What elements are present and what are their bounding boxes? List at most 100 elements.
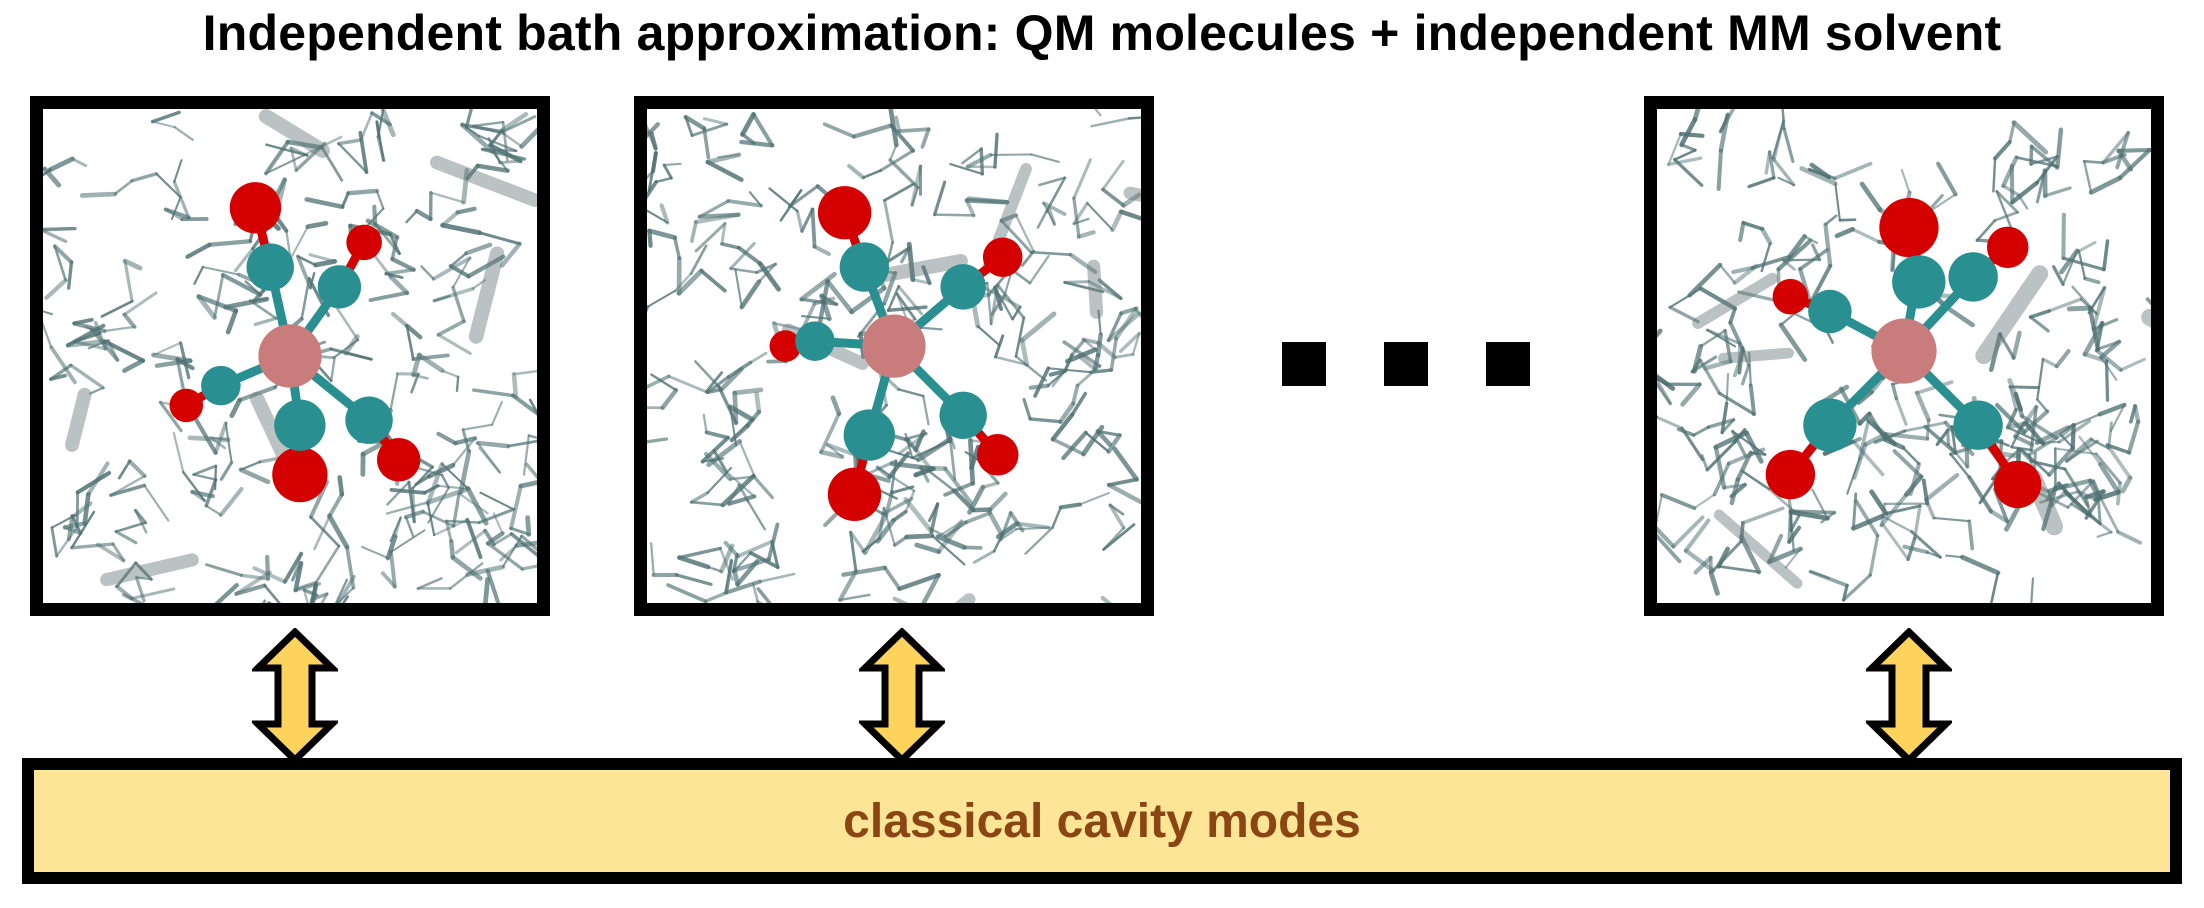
solvent-bond: [1659, 492, 1697, 511]
solvent-bond: [1998, 332, 2016, 360]
solvent-bond: [1890, 382, 1899, 401]
solvent-bond: [745, 409, 762, 429]
solvent-bond: [293, 560, 304, 593]
solvent-bond: [417, 467, 444, 477]
solvent-bond: [225, 308, 239, 335]
solvent-bond: [1838, 218, 1857, 222]
solvent-bond: [501, 535, 523, 568]
solvent-bond: [1935, 428, 1950, 446]
solvent-bond: [502, 132, 523, 148]
solvent-bond: [1102, 526, 1125, 551]
solvent-bond: [705, 152, 742, 165]
ellipsis-dot-1: [1282, 342, 1326, 386]
solvent-bond: [2015, 156, 2059, 168]
solvent-bond: [314, 544, 341, 584]
solvent-bond: [894, 115, 902, 134]
solvent-bond: [1728, 320, 1746, 353]
solvent-bond: [1128, 116, 1141, 120]
solvent-bond: [449, 251, 468, 268]
solvent-bond: [684, 115, 694, 137]
solvent-bond: [739, 139, 775, 148]
solvent-bond: [673, 235, 681, 261]
solvent-bond: [1075, 364, 1101, 388]
solvent-bond: [527, 434, 537, 440]
solvent-bond: [1690, 355, 1718, 374]
solvent-bond: [1738, 220, 1746, 243]
solvent-bond: [2115, 130, 2131, 170]
solvent-bond: [1033, 366, 1051, 398]
solvent-bond: [799, 271, 837, 302]
solvent-bond: [1077, 354, 1097, 372]
solvent-bond: [1863, 431, 1888, 447]
solvent-bond: [758, 572, 796, 583]
solvent-bond: [725, 470, 756, 498]
solvent-bond: [2129, 404, 2137, 424]
solvent-bond: [455, 206, 477, 215]
solvent-bond: [751, 474, 775, 500]
solvent-bond: [2050, 489, 2067, 508]
solvent-bond: [720, 222, 727, 246]
solvent-bond: [903, 496, 934, 535]
solvent-bond: [756, 587, 772, 603]
solvent-bond: [1866, 417, 1898, 447]
solvent-bond: [949, 162, 984, 176]
solvent-bond: [2036, 358, 2045, 401]
solvent-bond: [699, 268, 727, 293]
solvent-bond: [461, 428, 471, 453]
solvent-bond: [2101, 131, 2130, 165]
solvent-bond: [89, 327, 120, 362]
figure-title: Independent bath approximation: QM molec…: [202, 5, 2002, 61]
solvent-bond: [993, 334, 1005, 359]
solvent-bond: [755, 262, 778, 275]
solvent-bond: [732, 387, 764, 396]
solvent-bond: [943, 466, 973, 505]
solvent-bond: [981, 481, 1000, 489]
solvent-bond: [690, 122, 729, 137]
solvent-bond: [491, 150, 509, 172]
solvent-bond: [1879, 492, 1909, 528]
solvent-bond: [812, 244, 831, 256]
solvent-bond: [1020, 249, 1036, 267]
solvent-bond: [384, 272, 404, 280]
solvent-bond: [717, 384, 738, 425]
double-arrow-icon: [859, 628, 945, 764]
solvent-bond: [897, 284, 924, 316]
solvent-bond: [393, 516, 402, 538]
solvent-bond: [1932, 516, 1971, 523]
solvent-bond: [376, 109, 385, 138]
solvent-bond: [106, 339, 119, 362]
solvent-bond: [1101, 187, 1126, 208]
solvent-bond: [248, 299, 278, 320]
solvent-bond: [1949, 452, 1971, 479]
solvent-bond: [72, 321, 107, 334]
solvent-bond: [333, 303, 360, 342]
solvent-bond: [647, 169, 655, 180]
solvent-bond: [65, 339, 108, 348]
solvent-bond: [49, 345, 77, 385]
solvent-bond: [1084, 431, 1110, 453]
solvent-bond: [1718, 109, 1736, 134]
solvent-bond: [1061, 430, 1088, 461]
solvent-bond: [754, 391, 762, 415]
solvent-bond: [705, 159, 744, 182]
solvent-bond: [70, 542, 115, 550]
solvent-bond: [2036, 398, 2049, 413]
solvent-bond: [205, 504, 222, 517]
solvent-bond: [800, 315, 831, 320]
solvent-bond: [466, 254, 506, 279]
solvent-bond: [951, 488, 976, 513]
solvent-bond: [1739, 520, 1745, 544]
solvent-bond: [2061, 256, 2106, 272]
solvent-bond: [1784, 547, 1802, 569]
solvent-bond: [910, 186, 920, 207]
solvent-bond: [1834, 182, 1841, 222]
solvent-bond: [465, 163, 480, 181]
solvent-bond: [922, 394, 930, 426]
solvent-bond: [887, 285, 900, 312]
solvent-bond: [475, 440, 511, 449]
solvent-bond: [2119, 357, 2147, 372]
solvent-bond: [1975, 219, 1997, 242]
solvent-bond: [368, 290, 409, 303]
solvent-bond: [127, 459, 147, 479]
solvent-bond: [2054, 348, 2071, 369]
